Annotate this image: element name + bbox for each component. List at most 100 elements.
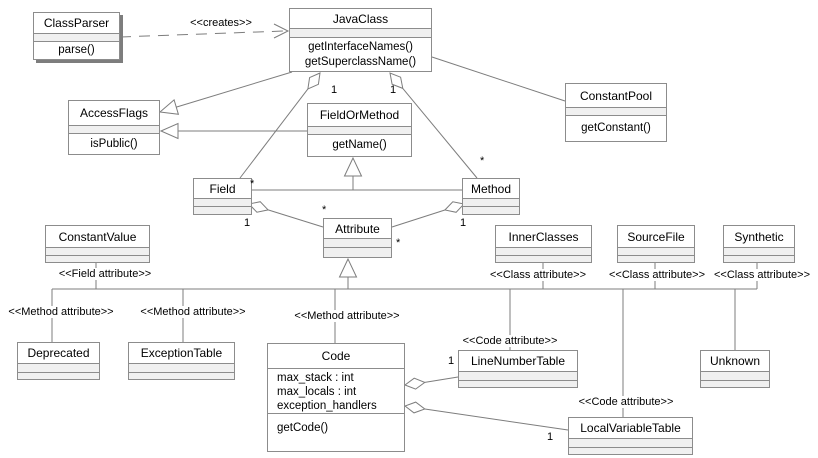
operations-compartment xyxy=(569,447,692,454)
class-name: LineNumberTable xyxy=(470,354,566,368)
class-synthetic[interactable]: Synthetic xyxy=(723,225,795,263)
attributes-compartment xyxy=(34,33,119,41)
attributes-compartment xyxy=(46,247,149,255)
operations-compartment xyxy=(496,255,591,262)
attribute-line: max_locals : int xyxy=(277,386,357,398)
attributes-compartment xyxy=(463,198,519,206)
class-name: Unknown xyxy=(709,354,761,368)
operations-compartment: isPublic() xyxy=(69,133,159,154)
aggregation-method-attribute xyxy=(391,201,465,228)
stereotype-class-attribute: <<Class attribute>> xyxy=(488,269,588,281)
operations-compartment: getInterfaceNames() getSuperclassName() xyxy=(290,37,431,71)
operation: getCode() xyxy=(277,422,329,434)
class-name: FieldOrMethod xyxy=(319,108,400,122)
operation: getName() xyxy=(332,139,387,151)
stereotype-field-attribute: <<Field attribute>> xyxy=(57,268,153,280)
multiplicity-code-localvariabletable: 1 xyxy=(547,431,554,443)
class-innerclasses[interactable]: InnerClasses xyxy=(495,225,592,263)
operations-compartment xyxy=(618,255,694,262)
generalization-javaclass-accessflags xyxy=(158,71,293,115)
class-linenumbertable[interactable]: LineNumberTable xyxy=(458,350,578,388)
class-code[interactable]: Code max_stack : int max_locals : int ex… xyxy=(267,343,405,452)
multiplicity-field-attribute-source: 1 xyxy=(244,217,251,229)
class-name: SourceFile xyxy=(627,229,685,244)
operations-compartment xyxy=(46,255,149,262)
class-constantpool[interactable]: ConstantPool getConstant() xyxy=(565,83,667,142)
attributes-compartment xyxy=(569,438,692,447)
aggregation-field-attribute xyxy=(248,201,324,228)
class-method[interactable]: Method xyxy=(462,178,520,215)
operation: isPublic() xyxy=(90,137,138,150)
class-name: InnerClasses xyxy=(508,229,579,244)
operations-compartment: getName() xyxy=(308,134,411,156)
multiplicity-method-attribute-target: * xyxy=(396,237,401,249)
attributes-compartment: max_stack : int max_locals : int excepti… xyxy=(268,368,404,413)
operations-compartment: parse() xyxy=(34,41,119,59)
operation: getInterfaceNames() xyxy=(308,40,413,53)
multiplicity-code-linenumbertable: 1 xyxy=(448,355,455,367)
class-name: ConstantPool xyxy=(579,88,653,103)
class-attribute[interactable]: Attribute xyxy=(323,218,392,258)
class-name: AccessFlags xyxy=(79,106,149,120)
class-classparser[interactable]: ClassParser parse() xyxy=(33,12,120,60)
operations-compartment xyxy=(463,206,519,214)
multiplicity-javaclass-field-target: * xyxy=(250,178,255,190)
attributes-compartment xyxy=(18,363,99,372)
class-unknown[interactable]: Unknown xyxy=(700,350,770,388)
attributes-compartment xyxy=(724,247,794,255)
class-localvariabletable[interactable]: LocalVariableTable xyxy=(568,417,693,455)
operation: getConstant() xyxy=(581,122,651,134)
class-name: JavaClass xyxy=(332,11,389,26)
class-field[interactable]: Field xyxy=(193,178,252,215)
operations-compartment xyxy=(324,247,391,257)
class-name: LocalVariableTable xyxy=(580,421,681,435)
aggregation-javaclass-field xyxy=(239,72,321,179)
class-sourcefile[interactable]: SourceFile xyxy=(617,225,695,263)
attributes-compartment xyxy=(324,238,391,247)
class-javaclass[interactable]: JavaClass getInterfaceNames() getSupercl… xyxy=(289,8,432,72)
stereotype-class-attribute: <<Class attribute>> xyxy=(712,269,812,281)
operation: getSuperclassName() xyxy=(304,55,417,68)
class-constantvalue[interactable]: ConstantValue xyxy=(45,225,150,263)
stereotype-code-attribute: <<Code attribute>> xyxy=(461,335,559,347)
association-javaclass-constantpool xyxy=(431,56,566,102)
operations-compartment xyxy=(129,372,234,379)
class-name: Deprecated xyxy=(27,346,90,360)
attributes-compartment xyxy=(308,126,411,134)
class-exceptiontable[interactable]: ExceptionTable xyxy=(128,342,235,380)
attributes-compartment xyxy=(129,363,234,372)
operations-compartment xyxy=(194,206,251,214)
attributes-compartment xyxy=(701,371,769,380)
multiplicity-method-attribute-source: 1 xyxy=(460,217,467,229)
attribute-line: exception_handlers xyxy=(277,400,377,412)
class-name: ClassParser xyxy=(43,16,110,30)
attributes-compartment xyxy=(496,247,591,255)
operations-compartment xyxy=(724,255,794,262)
class-deprecated[interactable]: Deprecated xyxy=(17,342,100,380)
aggregation-code-localvariabletable xyxy=(403,401,569,431)
stereotype-code-attribute: <<Code attribute>> xyxy=(577,396,675,408)
stereotype-class-attribute: <<Class attribute>> xyxy=(607,269,707,281)
generalization-field-method-fieldormethod xyxy=(252,156,462,191)
generalization-fieldormethod-accessflags xyxy=(159,122,307,140)
class-name: Method xyxy=(470,181,512,196)
class-fieldormethod[interactable]: FieldOrMethod getName() xyxy=(307,103,412,157)
attributes-compartment xyxy=(566,107,666,115)
multiplicity-javaclass-method-target: * xyxy=(480,155,485,167)
operations-compartment: getCode() xyxy=(268,413,404,451)
class-name: Attribute xyxy=(335,221,380,236)
operations-compartment xyxy=(18,372,99,379)
stereotype-method-attribute: <<Method attribute>> xyxy=(7,306,115,318)
class-name: ExceptionTable xyxy=(140,346,223,360)
multiplicity-javaclass-method-source: 1 xyxy=(390,84,397,96)
aggregation-code-linenumbertable xyxy=(403,376,459,390)
class-name: Field xyxy=(209,181,236,196)
attributes-compartment xyxy=(69,125,159,133)
operations-compartment xyxy=(459,380,577,387)
operations-compartment: getConstant() xyxy=(566,115,666,141)
stereotype-method-attribute: <<Method attribute>> xyxy=(139,306,247,318)
class-name: Synthetic xyxy=(734,229,784,244)
class-accessflags[interactable]: AccessFlags isPublic() xyxy=(68,100,160,155)
